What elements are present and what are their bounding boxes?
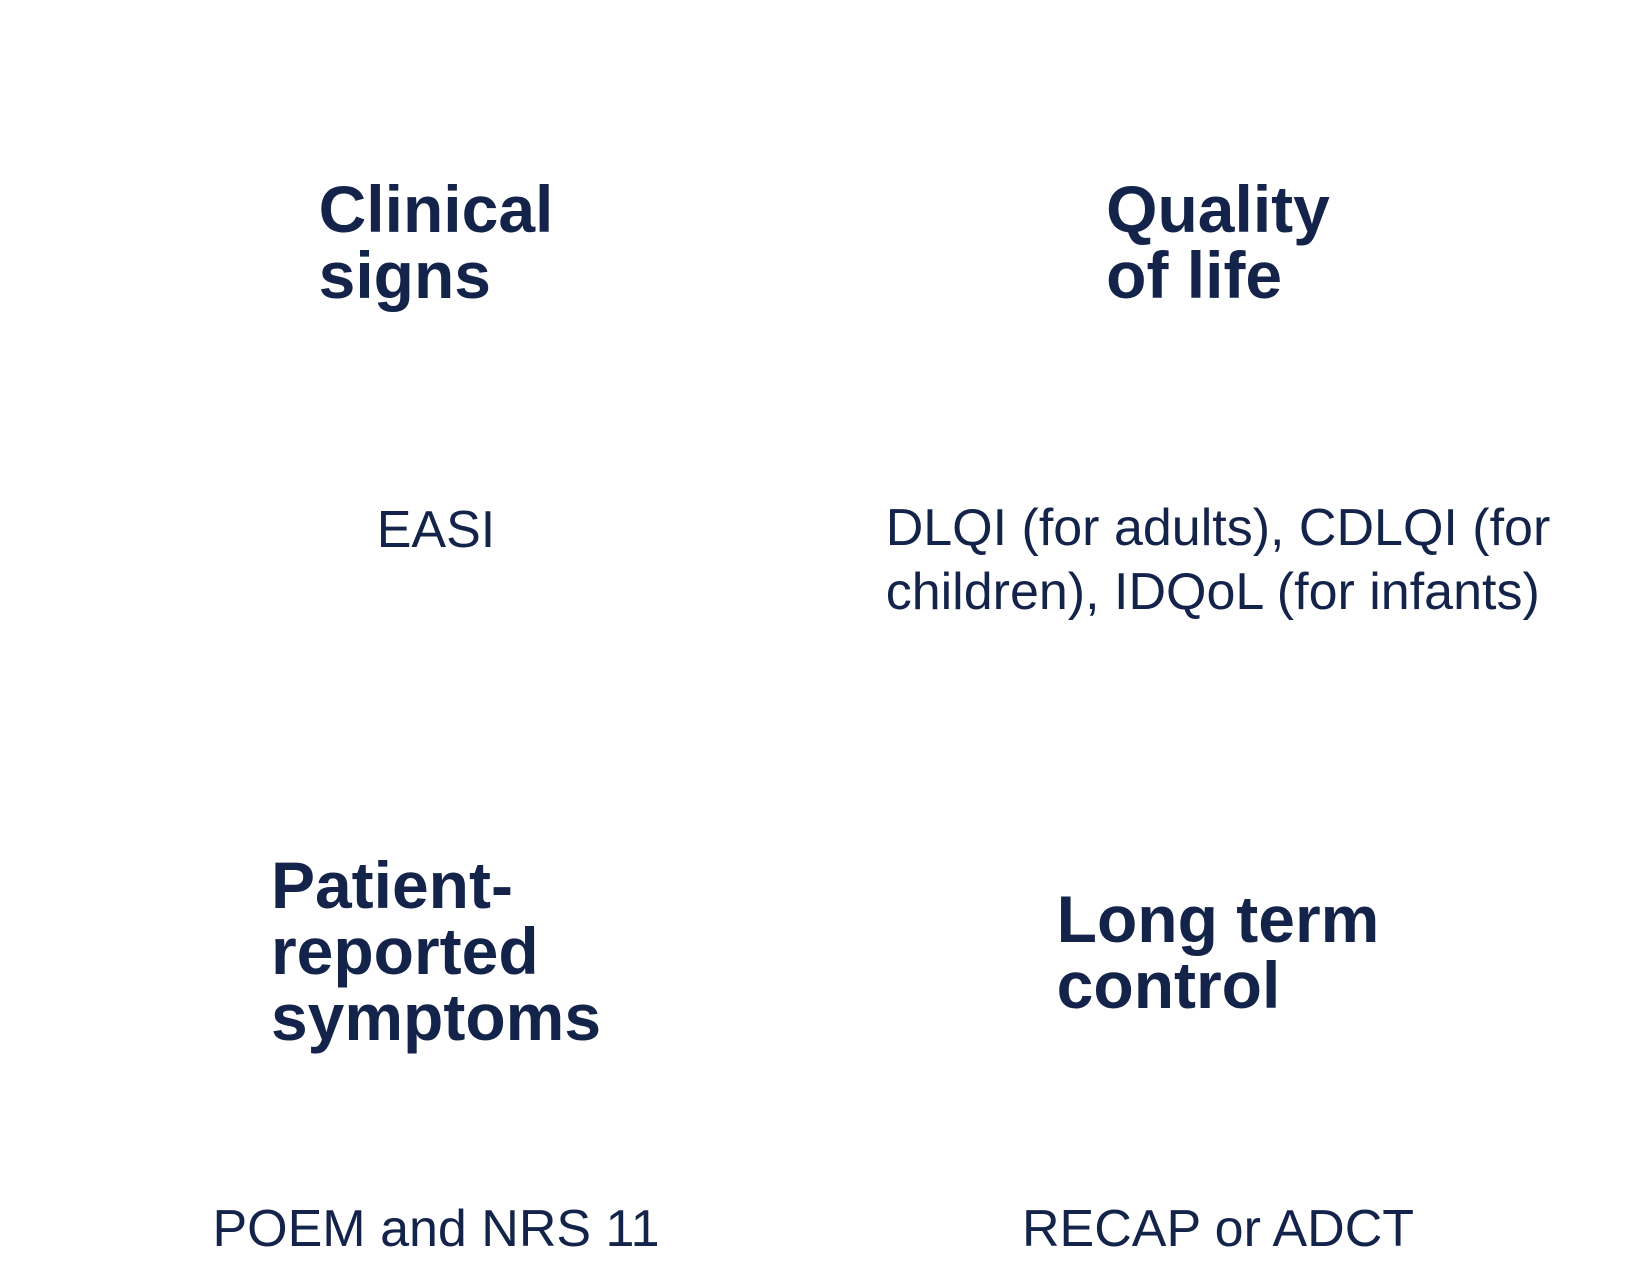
quality-of-life-measure: DLQI (for adults), CDLQI (for children),… bbox=[858, 490, 1578, 630]
clinical-signs-heading-line-1: Clinical bbox=[318, 172, 554, 246]
long-term-control-heading-line-1: Long term bbox=[1056, 882, 1380, 956]
long-term-control-measure: RECAP or ADCT bbox=[918, 1194, 1518, 1264]
long-term-control-measure-text: RECAP or ADCT bbox=[1021, 1200, 1415, 1258]
long-term-control-heading-line-2: control bbox=[1056, 948, 1281, 1022]
clinical-signs-heading: Clinical signs bbox=[136, 170, 736, 314]
clinical-signs-measure-text: EASI bbox=[376, 501, 496, 559]
long-term-control-heading: Long term control bbox=[918, 880, 1518, 1024]
clinical-signs-measure: EASI bbox=[136, 490, 736, 570]
quality-of-life-heading-line-2: of life bbox=[1106, 238, 1283, 312]
quality-of-life-measure-line-1: DLQI (for adults), CDLQI (for bbox=[885, 499, 1551, 557]
quality-of-life-measure-line-2: children), IDQoL (for infants) bbox=[885, 563, 1540, 621]
patient-reported-symptoms-measure: POEM and NRS 11 bbox=[136, 1194, 736, 1264]
patient-reported-symptoms-heading: Patient- reported symptoms bbox=[136, 846, 736, 1056]
patient-reported-symptoms-heading-line-1: Patient- bbox=[270, 848, 513, 922]
clinical-signs-heading-line-2: signs bbox=[318, 238, 492, 312]
patient-reported-symptoms-heading-line-3: symptoms bbox=[270, 980, 602, 1054]
quality-of-life-heading-line-1: Quality bbox=[1106, 172, 1330, 246]
patient-reported-symptoms-heading-line-2: reported bbox=[270, 914, 539, 988]
quality-of-life-heading: Quality of life bbox=[918, 170, 1518, 314]
patient-reported-symptoms-measure-text: POEM and NRS 11 bbox=[212, 1200, 660, 1258]
